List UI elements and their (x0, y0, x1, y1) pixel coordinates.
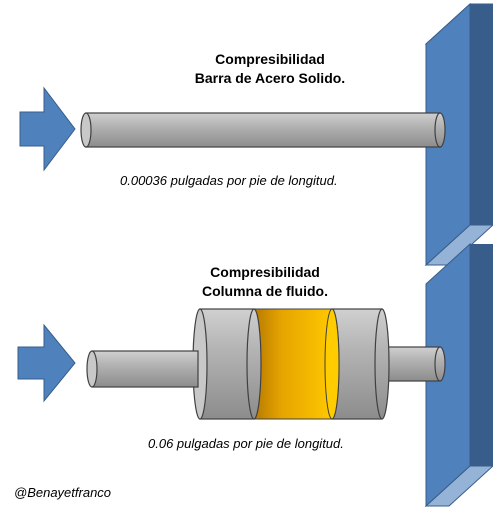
bottom-wall-side-face (470, 244, 493, 466)
top-wall-side-face (470, 4, 493, 225)
top-title-line1: Compresibilidad (215, 51, 325, 67)
steel-bar (80, 112, 446, 148)
bottom-title-line1: Compresibilidad (210, 264, 320, 280)
bottom-push-arrow (17, 323, 76, 403)
top-push-arrow (19, 86, 76, 172)
top-wall (424, 2, 493, 267)
steel-bar-end (80, 112, 92, 148)
author-credit: @Benayetfranco (14, 485, 112, 500)
top-wall-bottom-face (424, 224, 493, 266)
right-piston (324, 308, 390, 420)
top-measurement: 0.00036 pulgadas por pie de longitud. (120, 173, 338, 188)
top-title-line2: Barra de Acero Solido. (194, 70, 346, 86)
bottom-wall (424, 242, 493, 507)
bottom-title-line2: Columna de fluido. (202, 283, 328, 299)
left-piston (192, 308, 262, 420)
left-rod (86, 350, 199, 388)
fluid-column-assembly (86, 308, 446, 420)
fluid-column (253, 308, 340, 420)
bottom-title: Compresibilidad Columna de fluido. (165, 263, 365, 301)
bottom-measurement: 0.06 pulgadas por pie de longitud. (148, 436, 344, 451)
top-title: Compresibilidad Barra de Acero Solido. (170, 50, 370, 88)
bottom-wall-bottom-face (424, 465, 493, 507)
